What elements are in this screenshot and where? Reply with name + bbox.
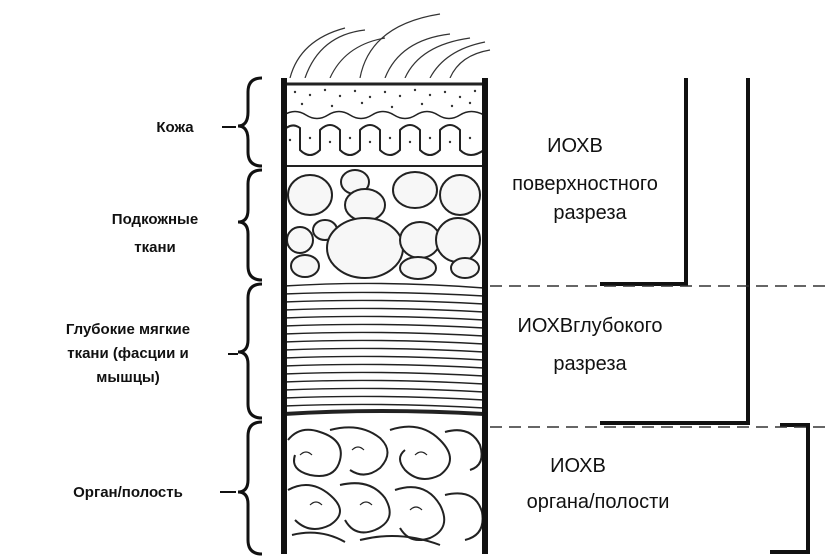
label-organ-ssi-line1: ИОХВ xyxy=(550,455,606,477)
label-superficial-ssi-line3: разреза xyxy=(553,202,627,224)
left-braces xyxy=(238,78,262,554)
label-organ: Орган/полость xyxy=(73,484,183,501)
label-subcutaneous-line1: Подкожные xyxy=(112,211,198,228)
tissue-column xyxy=(281,78,488,554)
label-deep-ssi-line2: разреза xyxy=(553,353,627,375)
label-organ-ssi-line2: органа/полости xyxy=(527,491,670,513)
hair-strands xyxy=(290,14,490,78)
label-superficial-ssi-line1: ИОХВ xyxy=(547,135,603,157)
label-dashes xyxy=(220,127,238,492)
label-deep-tissue-line2: ткани (фасции и xyxy=(67,345,189,362)
layer-boundary-lines xyxy=(490,286,825,427)
label-skin: Кожа xyxy=(156,119,194,136)
label-deep-tissue-line1: Глубокие мягкие xyxy=(66,321,190,338)
label-superficial-ssi-line2: поверхностного xyxy=(512,173,658,195)
label-deep-ssi-line1: ИОХВглубокого xyxy=(517,315,662,337)
label-subcutaneous-line2: ткани xyxy=(134,239,175,256)
label-deep-tissue-line3: мышцы) xyxy=(96,369,159,386)
